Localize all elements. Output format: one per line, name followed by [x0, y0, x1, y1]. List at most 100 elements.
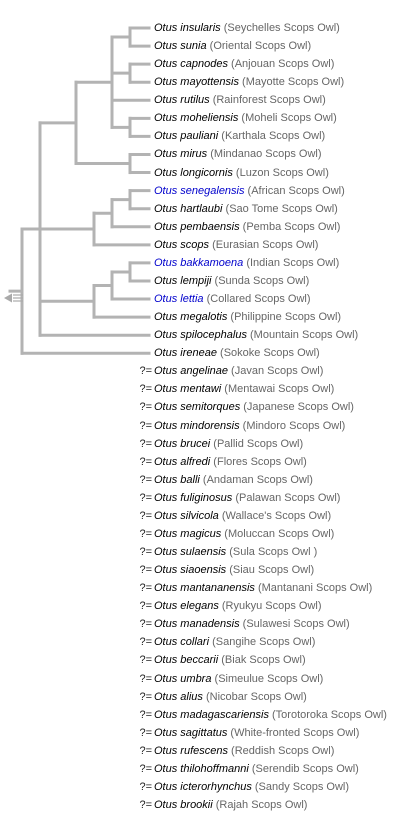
unplaced-marker: ?=	[139, 600, 152, 613]
common-name: (Rainforest Scops Owl)	[209, 94, 326, 107]
unplaced-marker: ?=	[139, 437, 152, 450]
common-name: (Flores Scops Owl)	[210, 455, 307, 468]
common-name: (Sulawesi Scops Owl)	[239, 618, 350, 631]
scientific-name: Otus sagittatus	[154, 726, 228, 739]
scientific-name: Otus rufescens	[154, 744, 228, 757]
common-name: (African Scops Owl)	[244, 184, 345, 197]
unplaced-marker: ?=	[139, 708, 152, 721]
scientific-name: Otus mindorensis	[154, 419, 240, 432]
scientific-name: Otus pauliani	[154, 130, 219, 143]
scientific-name: Otus hartlaubi	[154, 202, 223, 215]
collapse-triangle-icon[interactable]	[3, 291, 25, 305]
unplaced-marker: ?=	[139, 419, 152, 432]
common-name: (Mindoro Scops Owl)	[239, 419, 346, 432]
common-name: (Serendib Scops Owl)	[248, 762, 359, 775]
unplaced-marker: ?=	[139, 383, 152, 396]
scientific-name: Otus sulaensis	[154, 546, 227, 559]
scientific-name: Otus longicornis	[154, 166, 233, 179]
scientific-name: Otus moheliensis	[154, 112, 239, 125]
common-name: (Philippine Scops Owl)	[227, 311, 342, 324]
unplaced-marker: ?=	[139, 744, 152, 757]
unplaced-marker: ?=	[139, 365, 152, 378]
unplaced-marker: ?=	[139, 726, 152, 739]
scientific-name[interactable]: Otus lettia	[154, 293, 204, 306]
scientific-name: Otus thilohoffmanni	[154, 762, 249, 775]
common-name: (Japanese Scops Owl)	[240, 401, 354, 414]
scientific-name: Otus siaoensis	[154, 564, 227, 577]
common-name: (Oriental Scops Owl)	[206, 40, 312, 53]
scientific-name: Otus capnodes	[154, 58, 228, 71]
scientific-name: Otus umbra	[154, 672, 212, 685]
common-name: (Pallid Scops Owl)	[210, 437, 304, 450]
common-name: (Rajah Scops Owl)	[212, 799, 308, 811]
scientific-name: Otus madagascariensis	[154, 708, 269, 721]
common-name: (Torotoroka Scops Owl)	[268, 708, 387, 721]
scientific-name: Otus fuliginosus	[154, 491, 233, 504]
common-name: (Indian Scops Owl)	[243, 256, 340, 269]
common-name: (Sangihe Scops Owl)	[209, 636, 316, 649]
unplaced-marker: ?=	[139, 762, 152, 775]
unplaced-marker: ?=	[139, 546, 152, 559]
common-name: (Pemba Scops Owl)	[239, 220, 341, 233]
unplaced-marker: ?=	[139, 672, 152, 685]
common-name: (Sandy Scops Owl)	[251, 780, 350, 793]
common-name: (Collared Scops Owl)	[203, 293, 311, 306]
common-name: (Sunda Scops Owl)	[211, 274, 310, 287]
unplaced-marker: ?=	[139, 455, 152, 468]
common-name: (Anjouan Scops Owl)	[228, 58, 335, 71]
scientific-name: Otus collari	[154, 636, 210, 649]
scientific-name: Otus rutilus	[154, 94, 210, 107]
scientific-name: Otus beccarii	[154, 654, 219, 667]
scientific-name[interactable]: Otus senegalensis	[154, 184, 245, 197]
common-name: (Mentawai Scops Owl)	[221, 383, 335, 396]
scientific-name: Otus pembaensis	[154, 220, 240, 233]
scientific-name: Otus mentawi	[154, 383, 222, 396]
common-name: (Siau Scops Owl)	[226, 564, 315, 577]
common-name: (Sao Tome Scops Owl)	[222, 202, 338, 215]
scientific-name: Otus brucei	[154, 437, 211, 450]
scientific-name: Otus semitorques	[154, 401, 241, 414]
common-name: (Simeulue Scops Owl)	[211, 672, 324, 685]
scientific-name: Otus scops	[154, 238, 210, 251]
unplaced-marker: ?=	[139, 654, 152, 667]
scientific-name: Otus balli	[154, 473, 200, 486]
scientific-name: Otus elegans	[154, 600, 219, 613]
scientific-name: Otus alfredi	[154, 455, 211, 468]
scientific-name: Otus insularis	[154, 22, 221, 34]
unplaced-marker: ?=	[139, 636, 152, 649]
scientific-name: Otus icterorhynchus	[154, 780, 252, 793]
scientific-name: Otus mantananensis	[154, 582, 255, 595]
common-name: (Luzon Scops Owl)	[232, 166, 329, 179]
common-name: (Seychelles Scops Owl)	[220, 22, 340, 34]
common-name: (Wallace's Scops Owl)	[218, 509, 332, 522]
unplaced-marker: ?=	[139, 564, 152, 577]
common-name: (White-fronted Scops Owl)	[227, 726, 360, 739]
scientific-name[interactable]: Otus bakkamoena	[154, 256, 244, 269]
common-name: (Eurasian Scops Owl)	[209, 238, 319, 251]
common-name: (Andaman Scops Owl)	[199, 473, 313, 486]
scientific-name: Otus spilocephalus	[154, 329, 247, 342]
unplaced-marker: ?=	[139, 690, 152, 703]
common-name: (Mountain Scops Owl)	[246, 329, 359, 342]
common-name: (Sokoke Scops Owl)	[216, 347, 320, 360]
scientific-name: Otus sunia	[154, 40, 207, 53]
unplaced-marker: ?=	[139, 582, 152, 595]
common-name: (Mantanani Scops Owl)	[254, 582, 373, 595]
common-name: (Ryukyu Scops Owl)	[218, 600, 322, 613]
unplaced-marker: ?=	[139, 780, 152, 793]
common-name: (Moheli Scops Owl)	[238, 112, 337, 125]
scientific-name: Otus magicus	[154, 527, 222, 540]
common-name: (Reddish Scops Owl)	[227, 744, 335, 757]
scientific-name: Otus lempiji	[154, 274, 212, 287]
unplaced-marker: ?=	[139, 491, 152, 504]
scientific-name: Otus brookii	[154, 799, 213, 811]
scientific-name: Otus alius	[154, 690, 203, 703]
scientific-name: Otus mayottensis	[154, 76, 239, 89]
common-name: (Karthala Scops Owl)	[218, 130, 326, 143]
scientific-name: Otus manadensis	[154, 618, 240, 631]
common-name: (Mindanao Scops Owl)	[207, 148, 322, 161]
common-name: (Biak Scops Owl)	[218, 654, 306, 667]
common-name: (Sula Scops Owl )	[226, 546, 318, 559]
common-name: (Palawan Scops Owl)	[232, 491, 341, 504]
